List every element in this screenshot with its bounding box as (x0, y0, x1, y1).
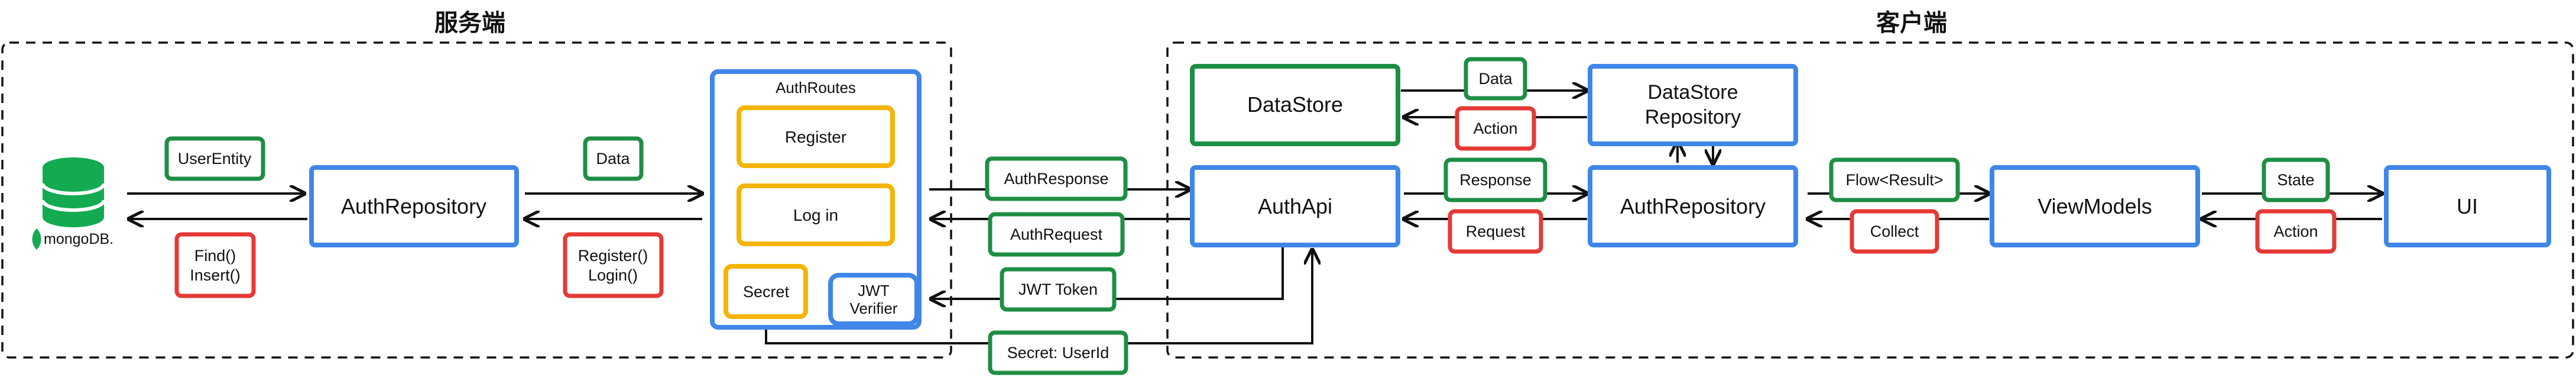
datastore-action-label: Action (1473, 120, 1517, 137)
auth-api-label: AuthApi (1258, 194, 1332, 218)
secret-userid-label: Secret: UserId (1007, 344, 1109, 362)
auth-request-label-box (988, 212, 1125, 257)
jwt-token-label-box (1000, 267, 1117, 312)
register-route-box (737, 105, 895, 168)
jwt-token-label: JWT Token (1018, 281, 1098, 298)
insert-call-label: Insert() (190, 266, 241, 284)
request-label-box (1448, 209, 1543, 254)
client-section-title: 客户端 (1876, 9, 1947, 37)
jwt-verifier-label-line1: JWT (858, 282, 890, 299)
auth-routes-title: AuthRoutes (776, 79, 856, 96)
auth-response-label-box (985, 156, 1128, 201)
state-label-box (2262, 157, 2330, 202)
collect-label: Collect (1870, 223, 1919, 240)
ui-label: UI (2457, 194, 2478, 218)
auth-api-box (1190, 165, 1400, 247)
datastore-action-label-box (1455, 106, 1536, 151)
user-entity-label-box (164, 136, 265, 181)
flow-result-label: Flow<Result> (1845, 171, 1943, 189)
find-insert-label-box (174, 232, 256, 298)
ui-action-label-box (2255, 209, 2337, 254)
server-data-label-box (583, 136, 644, 181)
mongodb-database-icon (41, 157, 106, 227)
client-data-label: Data (1478, 70, 1513, 88)
response-label: Response (1459, 171, 1532, 189)
response-label-box (1443, 157, 1547, 202)
server-data-label: Data (596, 150, 630, 167)
datastore-repository-label-line1: DataStore (1647, 81, 1738, 104)
auth-request-label: AuthRequest (1010, 225, 1103, 243)
state-label: State (2277, 171, 2314, 189)
user-entity-label: UserEntity (178, 150, 252, 167)
find-call-label: Find() (194, 247, 236, 265)
datastore-box (1190, 64, 1400, 146)
secret-userid-label-box (988, 330, 1128, 375)
jwt-verifier-label-line2: Verifier (850, 299, 898, 317)
login-call-label: Login() (588, 266, 638, 284)
server-section-title: 服务端 (434, 9, 505, 37)
client-data-label-box (1464, 57, 1527, 101)
flow-result-label-box (1829, 157, 1960, 202)
register-call-label: Register() (578, 247, 648, 265)
mongodb-label: mongoDB. (44, 231, 113, 247)
server-section-border (1, 41, 952, 359)
server-auth-repository-box (309, 165, 519, 247)
request-label: Request (1466, 223, 1526, 240)
view-models-label: ViewModels (2038, 194, 2152, 218)
login-route-label: Log in (793, 206, 838, 224)
register-login-label-box (563, 232, 664, 298)
register-route-label: Register (785, 128, 846, 146)
datastore-label: DataStore (1247, 92, 1343, 117)
ui-action-label: Action (2273, 223, 2318, 240)
client-section-border (1166, 41, 2574, 359)
ui-box (2384, 165, 2551, 247)
client-auth-repository-box (1588, 165, 1798, 247)
datastore-repository-label-line2: Repository (1645, 106, 1741, 128)
view-models-box (1990, 165, 2200, 247)
collect-label-box (1850, 209, 1939, 254)
login-route-box (737, 183, 895, 246)
mongodb-leaf-icon (32, 228, 41, 250)
client-auth-repository-label: AuthRepository (1620, 194, 1766, 218)
auth-response-label: AuthResponse (1004, 170, 1108, 188)
server-auth-repository-label: AuthRepository (341, 194, 486, 218)
secret-box (724, 264, 808, 319)
jwt-verifier-box (828, 273, 919, 326)
secret-label: Secret (743, 283, 790, 301)
datastore-repository-box (1588, 64, 1798, 146)
